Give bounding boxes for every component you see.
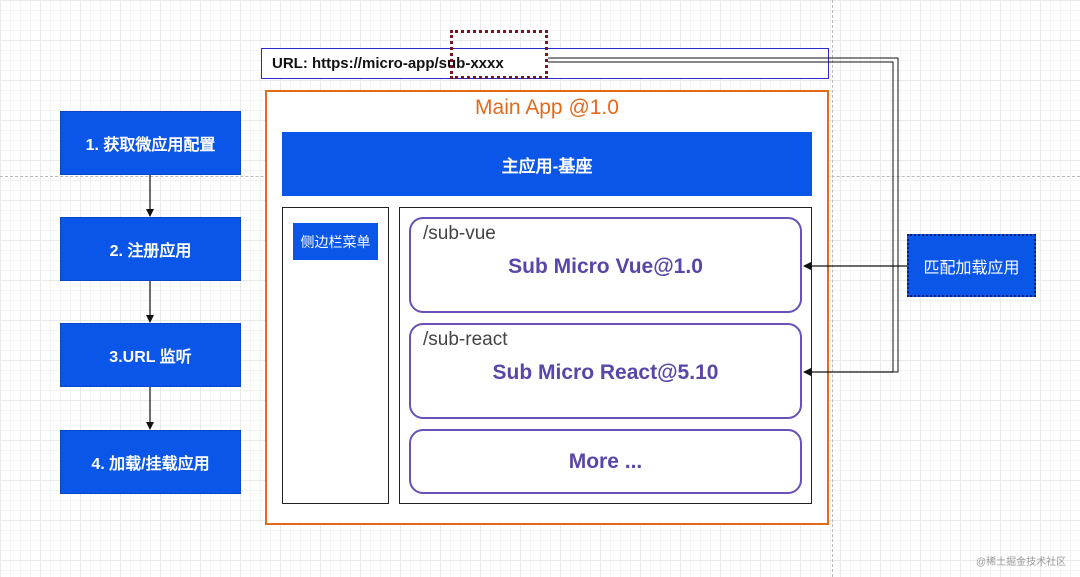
sub-app-more-label: More ...: [568, 450, 643, 473]
sidebar-menu-label: 侧边栏菜单: [300, 233, 371, 250]
step-4-box: 4. 加载/挂载应用: [60, 430, 241, 494]
step-3-box: 3.URL 监听: [60, 323, 241, 387]
step-2-label: 2. 注册应用: [109, 243, 192, 260]
sub-app-react-name: Sub Micro React@5.10: [492, 361, 719, 384]
guide-line-vertical: [832, 0, 833, 577]
main-app-title: Main App @1.0: [475, 96, 619, 119]
base-app-bar: 主应用-基座: [282, 132, 812, 196]
sub-app-vue: /sub-vue Sub Micro Vue@1.0: [409, 217, 802, 313]
sub-app-vue-name: Sub Micro Vue@1.0: [508, 255, 703, 278]
step-2-box: 2. 注册应用: [60, 217, 241, 281]
match-load-box: 匹配加载应用: [907, 234, 1036, 297]
step-4-label: 4. 加载/挂载应用: [91, 456, 210, 473]
base-app-label: 主应用-基座: [501, 156, 593, 176]
step-1-box: 1. 获取微应用配置: [60, 111, 241, 175]
match-load-label: 匹配加载应用: [923, 259, 1020, 277]
sub-app-more: More ...: [409, 429, 802, 494]
url-route-line-inner: [548, 61, 894, 372]
sub-app-vue-path: /sub-vue: [423, 223, 496, 244]
sub-app-react-path: /sub-react: [423, 329, 508, 350]
url-path-highlight: [450, 30, 548, 79]
url-route-line-outer: [548, 57, 899, 373]
sidebar-menu-box: 侧边栏菜单: [293, 223, 378, 260]
step-1-label: 1. 获取微应用配置: [85, 137, 216, 154]
step-3-label: 3.URL 监听: [109, 349, 192, 366]
watermark: @稀土掘金技术社区: [976, 557, 1067, 568]
sub-app-react: /sub-react Sub Micro React@5.10: [409, 323, 802, 419]
url-text: URL: https://micro-app/sub-xxxx: [272, 55, 504, 72]
